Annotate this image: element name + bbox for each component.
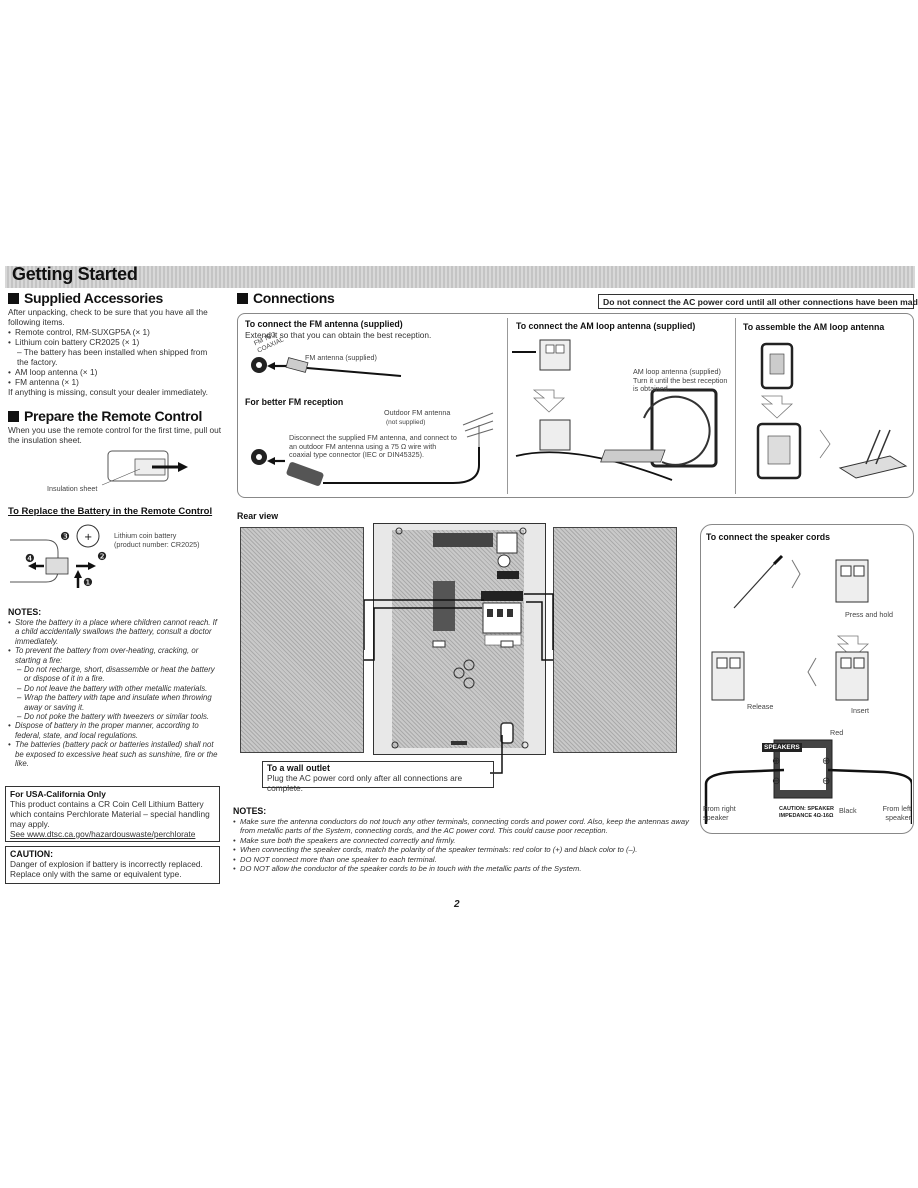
note-subitem: Do not recharge, short, disassemble or h… [8,665,222,684]
notes-left-heading: NOTES: [8,607,42,617]
california-text: This product contains a CR Coin Cell Lit… [10,799,210,829]
better-fm-heading: For better FM reception [245,397,344,407]
fm-antenna-text: Extend it so that you can obtain the bes… [245,330,432,340]
step-1-marker: ❶ [83,577,93,589]
speaker-heading: To connect the speaker cords [706,532,831,542]
california-box: For USA-California Only This product con… [5,786,220,842]
caution-box: CAUTION: Danger of explosion if battery … [5,846,220,884]
list-item: AM loop antenna (× 1) [8,367,220,377]
svg-text:+: + [84,532,92,543]
california-title: For USA-California Only [10,789,106,799]
am-antenna-label: AM loop antenna (supplied) Turn it until… [633,367,728,393]
accessories-footer: If anything is missing, consult your dea… [8,387,208,397]
notes-left: Store the battery in a place where child… [8,618,222,769]
speaker-steps-illustration [704,554,912,824]
connections-heading: Connections [237,290,335,306]
step-4-marker: ❹ [25,553,35,565]
step-2-marker: ❷ [97,551,107,563]
rear-unit-details [391,527,529,749]
note-item: DO NOT connect more than one speaker to … [233,855,699,865]
note-item: Make sure both the speakers are connecte… [233,836,699,846]
caution-title: CAUTION: [10,849,54,859]
antenna-panel [237,313,914,498]
release-label: Release [747,702,774,711]
red-label: Red [830,728,844,737]
note-item: When connecting the speaker cords, match… [233,845,699,855]
speaker-wires [364,593,554,661]
wall-outlet-text: Plug the AC power cord only after all co… [267,773,463,793]
panel-divider [735,318,736,494]
plus-symbol: ⊕ [822,756,831,767]
left-speaker-box [240,527,364,753]
rear-view-label: Rear view [237,511,279,521]
notes-right-heading: NOTES: [233,806,267,816]
outdoor-antenna-label: Outdoor FM antenna [384,408,451,417]
caution-speaker-label: CAUTION: SPEAKER [779,806,835,812]
step-3-marker: ❸ [60,531,70,543]
list-item: Lithium coin battery CR2025 (× 1) [8,337,220,347]
battery-replace-illustration: + [10,524,100,588]
battery-sub-label: (product number: CR2025) [114,540,200,549]
note-subitem: Do not leave the battery with other meta… [8,684,222,694]
page-number: 2 [454,899,460,910]
replace-heading: To Replace the Battery in the Remote Con… [8,506,213,517]
perchlorate-link[interactable]: See www.dtsc.ca.gov/hazardouswaste/perch… [10,829,196,839]
am-antenna-heading: To connect the AM loop antenna (supplied… [516,321,696,331]
note-subitem: Wrap the battery with tape and insulate … [8,693,222,712]
assemble-illustration [756,342,908,480]
wall-outlet-box: To a wall outlet Plug the AC power cord … [262,761,494,793]
header-banner [5,266,915,288]
accessories-heading: Supplied Accessories [8,290,163,306]
power-cord [490,735,503,774]
accessories-intro: After unpacking, check to be sure that y… [8,307,208,327]
press-hold-label: Press and hold [845,610,893,619]
list-subitem: – The battery has been installed when sh… [17,347,208,367]
caution-text: Danger of explosion if battery is incorr… [10,859,203,879]
note-item: DO NOT allow the conductor of the speake… [233,864,699,874]
insulation-label: Insulation sheet [47,484,98,493]
insert-label: Insert [851,706,869,715]
better-fm-text: Disconnect the supplied FM antenna, and … [289,433,457,459]
list-item: FM antenna (× 1) [8,377,220,387]
remote-insulation-illustration [101,450,188,486]
fm-antenna-heading: To connect the FM antenna (supplied) [245,319,403,329]
wall-outlet-title: To a wall outlet [267,763,330,773]
note-subitem: Do not poke the battery with tweezers or… [8,712,222,722]
page-title: Getting Started [12,264,138,284]
panel-divider [507,318,508,494]
right-speaker-box [553,527,677,753]
accessories-section: After unpacking, check to be sure that y… [8,307,220,397]
note-item: Dispose of battery in the proper manner,… [8,721,222,740]
power-cord-warning: Do not connect the AC power cord until a… [598,294,918,309]
fm-antenna-label: FM antenna (supplied) [305,353,377,362]
outdoor-antenna-sub: (not supplied) [386,419,426,426]
notes-right: Make sure the antenna conductors do not … [233,817,699,874]
minus-symbol: ⊖ [772,776,781,787]
note-item: Store the battery in a place where child… [8,618,222,646]
note-item: Make sure the antenna conductors do not … [233,817,699,836]
outdoor-antenna-illustration [251,412,494,486]
speakers-plate-label: SPEAKERS [762,743,802,752]
speaker-panel [700,524,914,834]
from-right-label: From right speaker [703,804,736,822]
battery-label: Lithium coin battery [114,531,177,540]
fm-antenna-illustration [251,357,402,377]
plus-symbol: ⊕ [772,756,781,767]
minus-symbol: ⊖ [822,776,831,787]
note-item: The batteries (battery pack or batteries… [8,740,222,768]
assemble-heading: To assemble the AM loop antenna [743,322,885,332]
black-label: Black [839,806,857,815]
note-item: To prevent the battery from over-heating… [8,646,222,665]
prepare-heading: Prepare the Remote Control [8,408,202,424]
am-antenna-illustration [512,339,718,481]
list-item: Remote control, RM-SUXGP5A (× 1) [8,327,220,337]
from-left-label: From left speaker [882,804,911,822]
impedance-label: IMPEDANCE 4Ω-16Ω [779,813,834,819]
prepare-text: When you use the remote control for the … [8,425,222,445]
